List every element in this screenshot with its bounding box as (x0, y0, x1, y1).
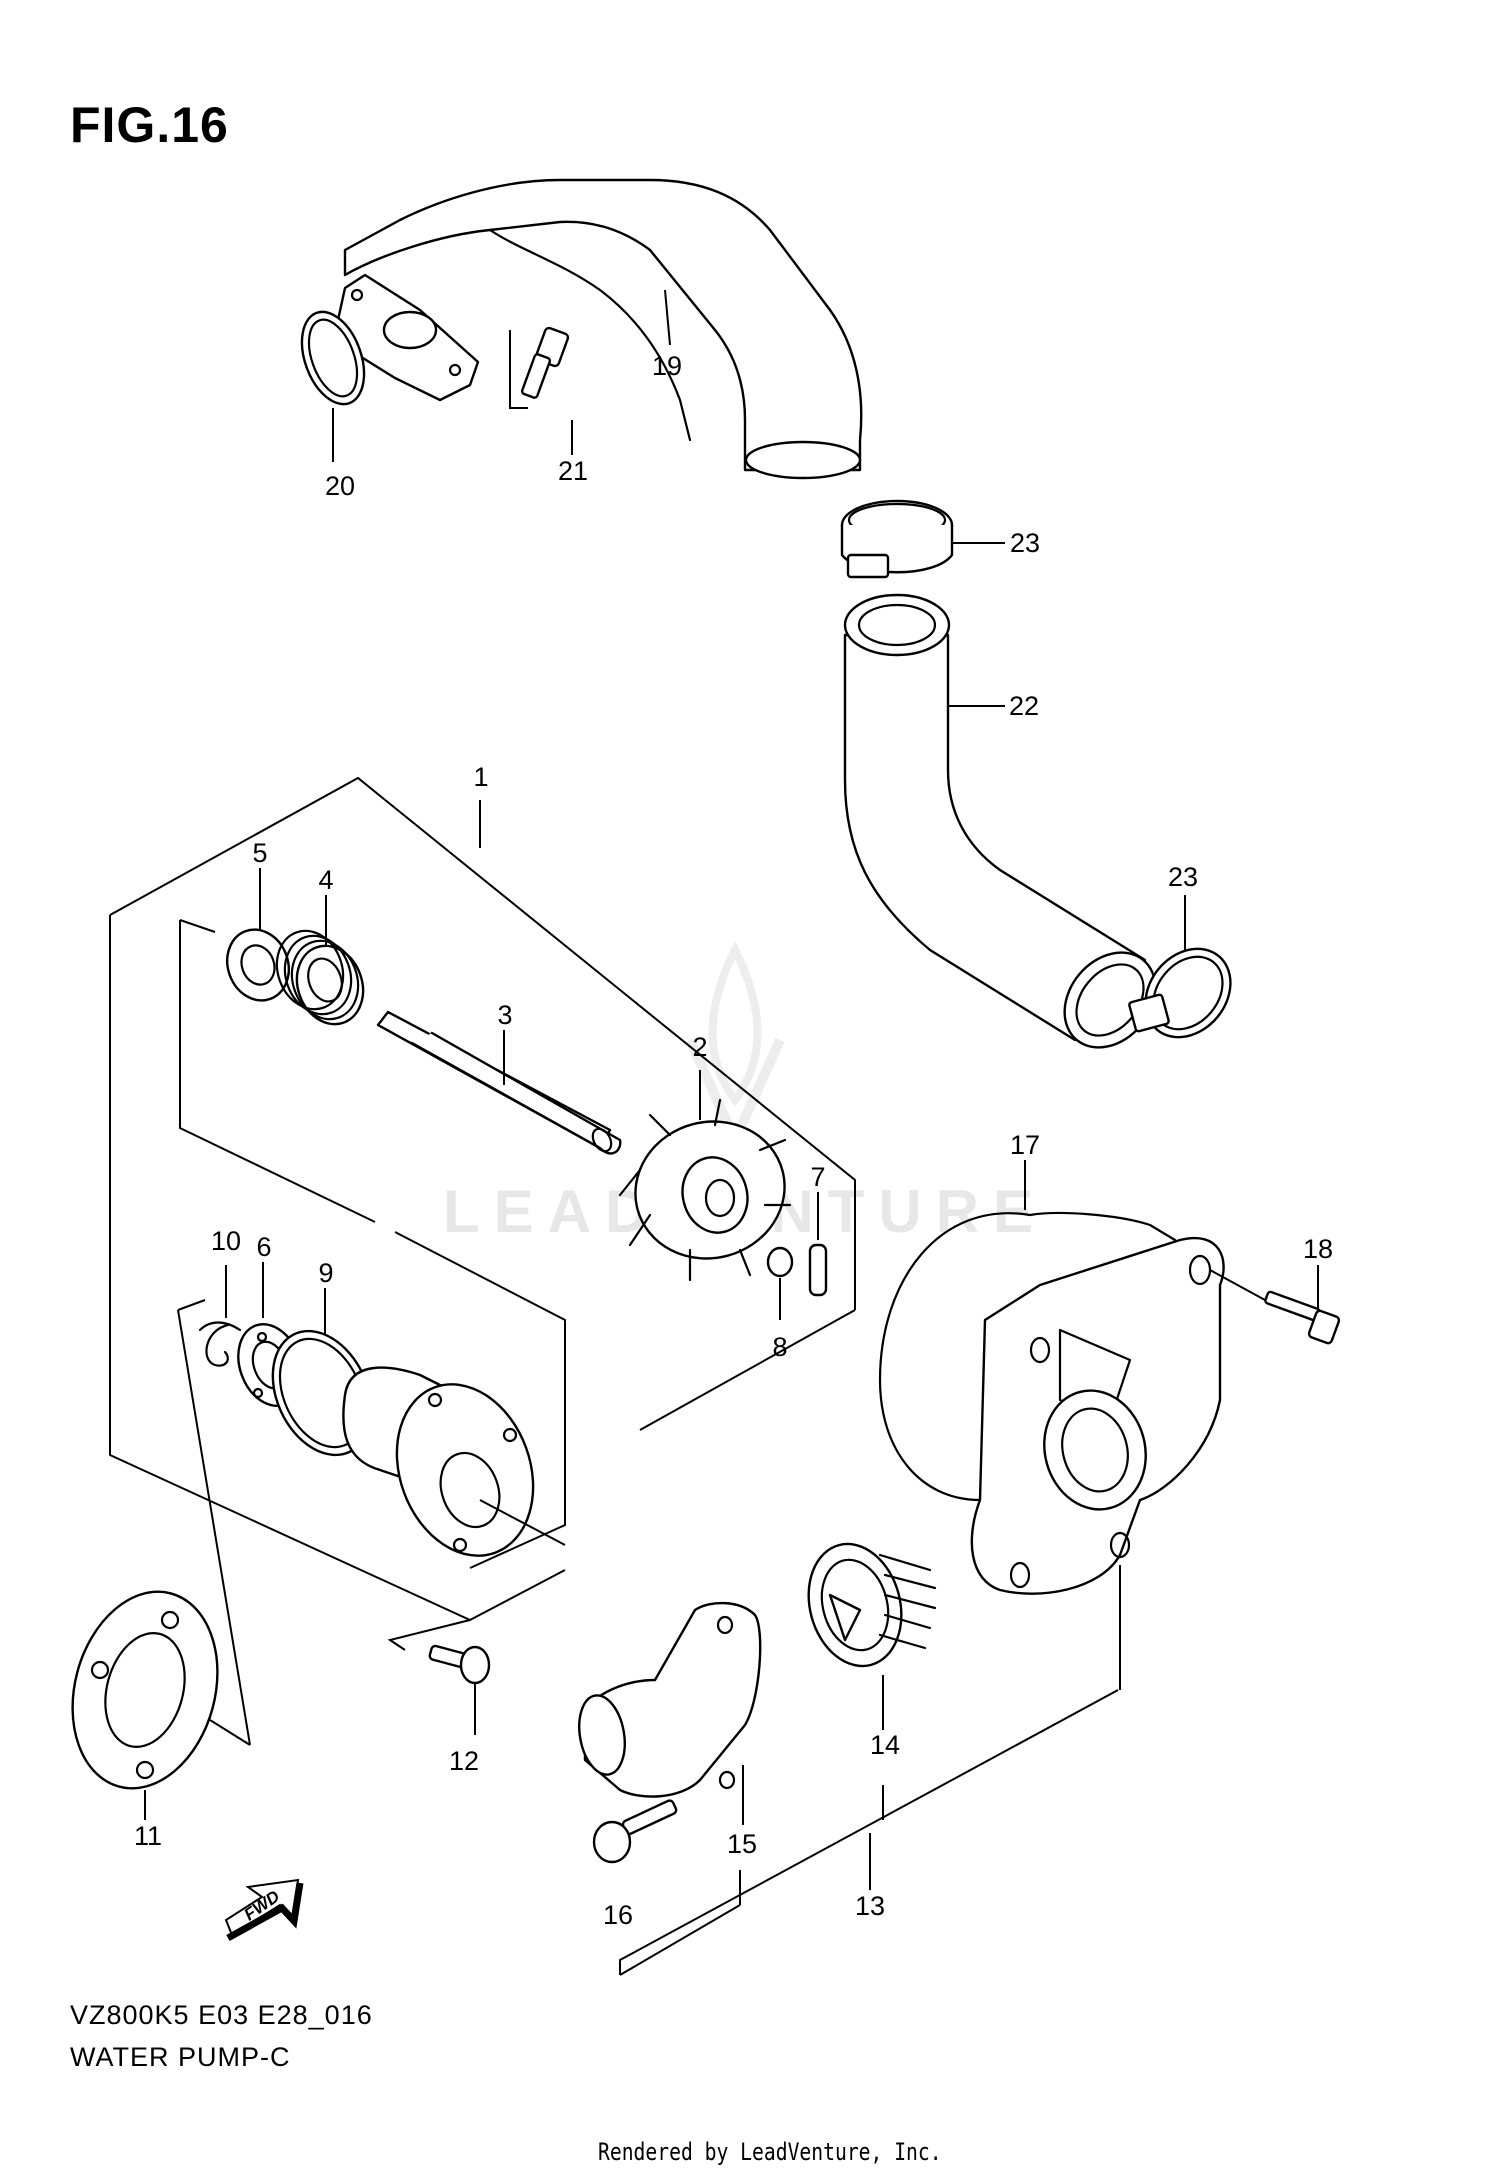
thermostat-cover-15 (578, 1601, 762, 1825)
callout-23-lower: 23 (1168, 862, 1198, 892)
callout-18: 18 (1303, 1234, 1333, 1264)
gasket-11 (71, 1590, 219, 1820)
callout-11: 11 (134, 1821, 162, 1851)
impeller-2 (618, 1070, 792, 1282)
figure-title: FIG.16 (70, 97, 229, 153)
water-pump-cover (970, 1236, 1225, 1690)
callout-20: 20 (325, 471, 355, 501)
callout-8: 8 (772, 1332, 787, 1362)
callout-15: 15 (727, 1829, 757, 1859)
callout-9: 9 (318, 1258, 333, 1288)
circlip-10 (198, 1265, 242, 1367)
hose-clamp-23-lower (1128, 895, 1232, 1039)
callout-14: 14 (870, 1730, 900, 1760)
water-pipe-19 (336, 178, 863, 480)
callout-22: 22 (1009, 691, 1039, 721)
callout-7: 7 (810, 1162, 825, 1192)
gasket-17 (878, 1160, 1177, 1507)
o-ring-20 (300, 310, 366, 462)
o-ring-8 (766, 1246, 794, 1320)
section-name: WATER PUMP-C (70, 2042, 291, 2072)
thermostat-14 (807, 1542, 937, 1730)
callout-5: 5 (252, 838, 267, 868)
callout-16: 16 (603, 1900, 633, 1930)
hose-clamp-23-upper (840, 499, 1005, 579)
bolt-18 (1209, 1265, 1341, 1345)
screw-12 (428, 1644, 491, 1735)
pump-case (342, 1366, 566, 1557)
callout-2: 2 (692, 1032, 707, 1062)
bolt-21 (509, 326, 573, 455)
dowel-pin-7 (808, 1192, 828, 1297)
callout-10: 10 (211, 1226, 241, 1256)
callout-4: 4 (318, 865, 333, 895)
callout-13: 13 (855, 1891, 885, 1921)
callout-3: 3 (497, 1000, 512, 1030)
seal-5 (226, 868, 290, 1002)
impeller-shaft-3 (376, 1010, 622, 1155)
callout-1: 1 (473, 762, 488, 792)
callout-19: 19 (652, 351, 682, 381)
model-code: VZ800K5 E03 E28_016 (70, 2000, 373, 2030)
callout-21: 21 (558, 456, 588, 486)
callout-17: 17 (1010, 1130, 1040, 1160)
mechanical-seal-4 (275, 895, 365, 1026)
forward-direction-arrow: FWD (224, 1878, 304, 1942)
assembly-outline (109, 776, 856, 1746)
callout-23-upper: 23 (1010, 528, 1040, 558)
callout-12: 12 (449, 1746, 479, 1776)
callout-6: 6 (256, 1232, 271, 1262)
screw-16 (592, 1799, 678, 1864)
hose-22 (843, 593, 1157, 1049)
thermostat-group-bracket-13 (619, 1689, 1119, 1976)
render-credit: Rendered by LeadVenture, Inc. (598, 2138, 942, 2166)
